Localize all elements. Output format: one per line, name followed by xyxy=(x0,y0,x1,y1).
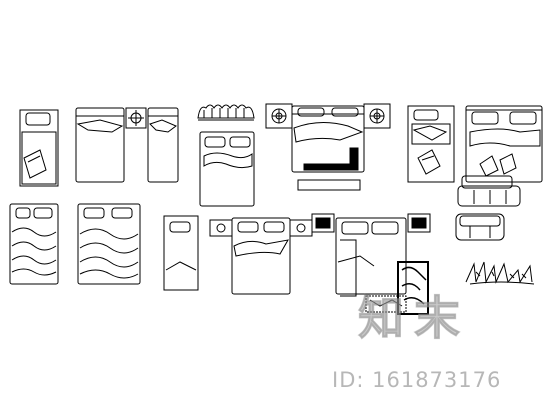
king-bed-rug xyxy=(311,213,431,315)
single-bed-cushions xyxy=(407,105,455,183)
single-bed-left xyxy=(75,107,125,183)
sofa-small xyxy=(455,213,505,241)
nightstand-lamp xyxy=(125,107,147,129)
watermark-brand: 知末 xyxy=(358,291,470,346)
double-bed-nightstands xyxy=(209,217,313,295)
king-bed-lamps xyxy=(265,103,391,191)
double-bed-wavy-b xyxy=(77,203,141,285)
double-bed-wavy-a xyxy=(9,203,59,285)
double-bed-a xyxy=(199,131,255,207)
watermark-id: ID: 161873176 xyxy=(332,368,502,392)
plant-decor xyxy=(465,261,535,285)
headboard-drapes xyxy=(197,104,255,121)
single-bed-right xyxy=(147,107,179,183)
double-bed-sofa xyxy=(457,105,543,207)
single-bed-narrow xyxy=(19,109,59,187)
single-bed-plain xyxy=(163,215,199,291)
